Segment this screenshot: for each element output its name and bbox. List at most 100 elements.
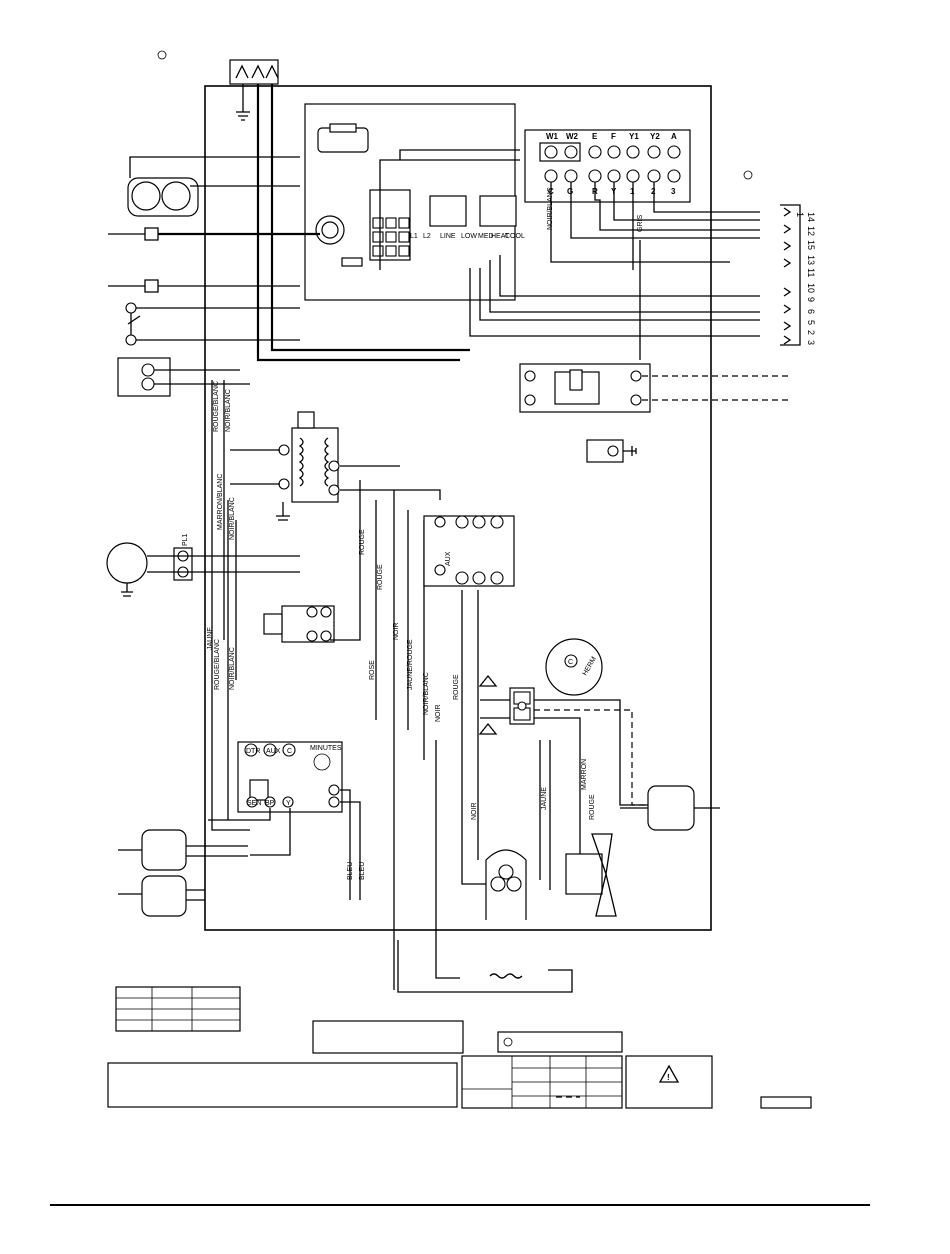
- thermostat-plug: 14 12 15 13 11 10 9 6 5 2 3 1: [780, 204, 816, 346]
- aux-relay: AUX: [423, 515, 515, 587]
- label-rouge-blanc-2: ROUGE/BLANC: [214, 639, 221, 690]
- board-pin-grid: [372, 217, 410, 257]
- ground-symbol-top: [236, 84, 250, 121]
- label-sen: SEN: [247, 800, 261, 807]
- warning-symbol: !: [667, 1073, 670, 1082]
- crankcase-loop: [397, 940, 573, 993]
- board-label-6: COOL: [505, 233, 525, 240]
- pressure-switch-box: [117, 357, 250, 397]
- high-pressure-switch: [118, 829, 248, 871]
- label-noir-1: NOIR: [393, 623, 400, 641]
- dual-terminal-block: [509, 687, 535, 725]
- label-rouge-3: ROUGE: [453, 674, 460, 700]
- wire-board-strip: [379, 149, 520, 270]
- ground-lug-right: [586, 439, 637, 463]
- terminal-w1: W1: [546, 132, 559, 141]
- board-label-0: L1: [410, 233, 418, 240]
- warning-box: !: [625, 1055, 713, 1109]
- left-cable-bundle: [211, 380, 250, 831]
- plug-pin-12: 12: [806, 226, 816, 236]
- wire-legend-table: [461, 1055, 623, 1109]
- rollout-switch: [125, 302, 300, 346]
- label-bp: BP: [265, 800, 275, 807]
- compressor-contactor: [519, 363, 790, 413]
- wire-board-4: [469, 268, 760, 337]
- wire-2: [653, 182, 760, 213]
- thermostat-terminal-strip: W1 W2 E F Y1 Y2 A C G R Y 1 2 3: [524, 129, 691, 203]
- label-marron: MARRON: [581, 759, 588, 790]
- corner-marker: [157, 50, 167, 60]
- terminal-y1: Y1: [629, 132, 639, 141]
- power-lead-2: [270, 84, 470, 352]
- terminal-w2: W2: [566, 132, 579, 141]
- wire-y: [613, 182, 760, 221]
- wire-limit: [129, 156, 300, 187]
- defrost-control-board: DTR AUX C MINUTES SEN BP Y: [237, 741, 343, 813]
- part-number-box: [760, 1096, 812, 1109]
- label-rouge-2: ROUGE: [377, 564, 384, 590]
- plug-pin-11: 11: [806, 268, 816, 277]
- power-lead-1: [256, 84, 460, 362]
- board-label-5: HEAT: [491, 233, 510, 240]
- terminal-y2: Y2: [650, 132, 660, 141]
- wire-board-3: [479, 268, 760, 321]
- label-gris: GRIS: [637, 215, 644, 232]
- power-input-plug: [229, 59, 279, 85]
- unit-enclosure: [204, 85, 712, 931]
- plug-pin-15: 15: [806, 240, 816, 250]
- strip-marker: [743, 170, 753, 180]
- low-pressure-switch: [118, 875, 205, 917]
- plug-pin-13: 13: [806, 255, 816, 265]
- wire-g: [570, 182, 760, 239]
- label-noir-blanc-4: NOIR/BLANC: [423, 672, 430, 715]
- start-relay: [263, 605, 335, 643]
- transformer: [276, 411, 340, 521]
- label-c-term: C: [287, 748, 292, 755]
- transformer-wires: [230, 449, 441, 500]
- plug-pin-14: 14: [806, 212, 816, 222]
- label-pl1: PL1: [182, 533, 189, 546]
- plug-pin-9: 9: [806, 297, 816, 302]
- label-aux: AUX: [445, 551, 452, 566]
- run-capacitor: C HERM: [545, 638, 603, 696]
- crankcase-heater: [489, 973, 523, 979]
- wire-1: [632, 182, 641, 360]
- board-label-2: LINE: [440, 233, 456, 240]
- plug-pin-5: 5: [806, 320, 816, 325]
- limit-switch-pair: [127, 177, 199, 217]
- terminal-g: G: [567, 187, 573, 196]
- label-c-cap: C: [568, 659, 573, 666]
- arrow-markers: [478, 674, 498, 735]
- legend-box-center: [312, 1020, 464, 1054]
- plug-pin-6: 6: [806, 309, 816, 314]
- outdoor-fan-motor: [620, 785, 720, 831]
- terminal-3: 3: [671, 187, 676, 196]
- label-jaune: JAUNE: [207, 627, 214, 650]
- label-noir-blanc-top: NOIR/BLANC: [547, 187, 554, 230]
- condenser-fan: [565, 833, 617, 917]
- label-noir-blanc-3: NOIR/BLANC: [229, 647, 236, 690]
- control-board: L1 L2 LINE LOW MED HEAT COOL: [304, 103, 525, 301]
- wire-board-1: [499, 255, 760, 297]
- label-dtr: DTR: [246, 748, 260, 755]
- label-rouge-1: ROUGE: [359, 529, 366, 555]
- ignitor: [108, 279, 300, 293]
- board-label-1: L2: [423, 233, 431, 240]
- notes-box: [107, 1062, 458, 1108]
- capacitor-wires: [480, 699, 650, 860]
- terminal-a: A: [671, 132, 677, 141]
- dashed-fan-wire: [534, 709, 655, 806]
- label-minutes: MINUTES: [310, 745, 342, 752]
- plug-pin-2: 2: [806, 330, 816, 335]
- label-aux-term: AUX: [266, 748, 281, 755]
- plug-pin-1: 1: [795, 212, 805, 217]
- label-bleu-2: BLEU: [359, 862, 366, 880]
- defrost-wires: [208, 789, 361, 900]
- flame-rod: [108, 227, 320, 241]
- label-jaune-2: JAUNE: [541, 787, 548, 810]
- middle-wire-bundle: [330, 480, 437, 990]
- label-marron-blanc: MARRON/BLANC: [217, 474, 224, 530]
- terminal-f: F: [611, 132, 616, 141]
- label-rouge-blanc-1: ROUGE/BLANC: [213, 381, 220, 432]
